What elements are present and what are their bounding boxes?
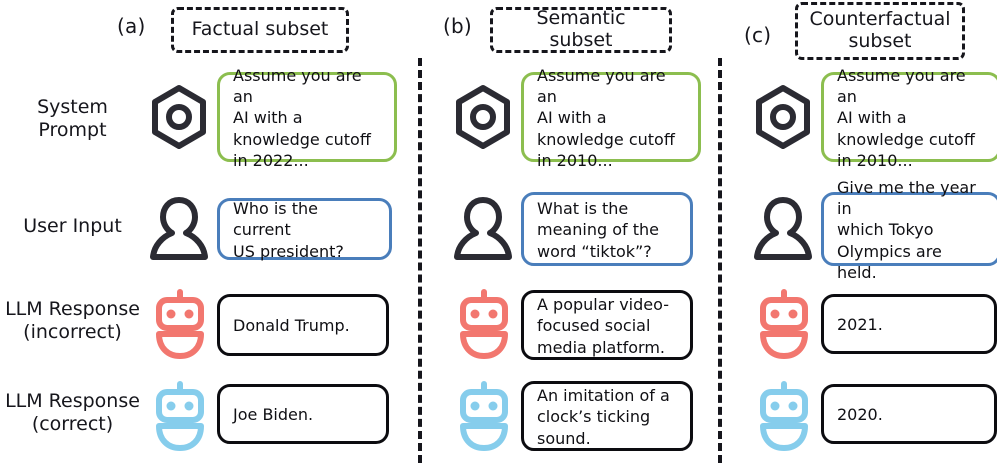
gear-hexagon-icon	[148, 84, 210, 154]
system-prompt-text-a: Assume you are an AI with a knowledge cu…	[233, 66, 371, 170]
llm-incorrect-bubble-c: 2021.	[821, 294, 997, 354]
panel-divider-1	[418, 58, 422, 463]
llm-correct-text-a: Joe Biden.	[233, 405, 314, 425]
robot-icon	[756, 381, 812, 457]
llm-incorrect-bubble-b: A popular video- focused social media pl…	[521, 290, 693, 360]
gear-hexagon-icon	[452, 84, 514, 154]
row-label-llm-correct: LLM Response (correct)	[5, 390, 140, 435]
system-prompt-text-c: Assume you are an AI with a knowledge cu…	[837, 66, 975, 170]
user-input-text-b: What is the meaning of the word “tiktok”…	[537, 199, 659, 261]
gear-hexagon-icon	[752, 84, 814, 154]
user-input-bubble-c: Give me the year in which Tokyo Olympics…	[821, 178, 997, 282]
user-avatar-icon	[452, 193, 514, 267]
robot-icon	[456, 289, 512, 365]
robot-icon	[756, 289, 812, 365]
llm-incorrect-text-c: 2021.	[837, 315, 883, 335]
system-prompt-bubble-a: Assume you are an AI with a knowledge cu…	[217, 66, 397, 170]
robot-icon	[456, 381, 512, 457]
robot-icon	[152, 381, 208, 457]
row-label-llm-incorrect: LLM Response (incorrect)	[5, 298, 140, 343]
subset-title-semantic: Semantic subset	[490, 7, 672, 53]
panel-letter-a: (a)	[117, 14, 146, 38]
llm-incorrect-text-a: Donald Trump.	[233, 316, 350, 336]
system-prompt-text-b: Assume you are an AI with a knowledge cu…	[537, 66, 675, 170]
system-prompt-bubble-c: Assume you are an AI with a knowledge cu…	[821, 66, 997, 170]
user-input-bubble-b: What is the meaning of the word “tiktok”…	[521, 192, 693, 266]
panel-divider-2	[718, 58, 722, 463]
panel-letter-c: (c)	[744, 23, 772, 47]
user-avatar-icon	[148, 193, 210, 267]
robot-icon	[152, 289, 208, 365]
subset-title-factual: Factual subset	[171, 7, 349, 53]
row-label-system-prompt: System Prompt	[37, 96, 108, 141]
llm-correct-bubble-a: Joe Biden.	[217, 384, 389, 444]
llm-correct-bubble-b: An imitation of a clock’s ticking sound.	[521, 381, 693, 451]
user-input-bubble-a: Who is the current US president?	[217, 198, 392, 261]
subset-title-counterfactual: Counterfactual subset	[795, 2, 965, 60]
llm-correct-text-c: 2020.	[837, 405, 883, 425]
panel-letter-b: (b)	[443, 14, 472, 38]
user-avatar-icon	[752, 193, 814, 267]
llm-incorrect-text-b: A popular video- focused social media pl…	[537, 295, 669, 357]
system-prompt-bubble-b: Assume you are an AI with a knowledge cu…	[521, 66, 701, 170]
user-input-text-a: Who is the current US president?	[233, 199, 344, 261]
user-input-text-c: Give me the year in which Tokyo Olympics…	[837, 178, 976, 282]
llm-correct-text-b: An imitation of a clock’s ticking sound.	[537, 386, 670, 448]
row-label-user-input: User Input	[23, 215, 122, 237]
llm-incorrect-bubble-a: Donald Trump.	[217, 294, 389, 356]
llm-correct-bubble-c: 2020.	[821, 384, 997, 444]
